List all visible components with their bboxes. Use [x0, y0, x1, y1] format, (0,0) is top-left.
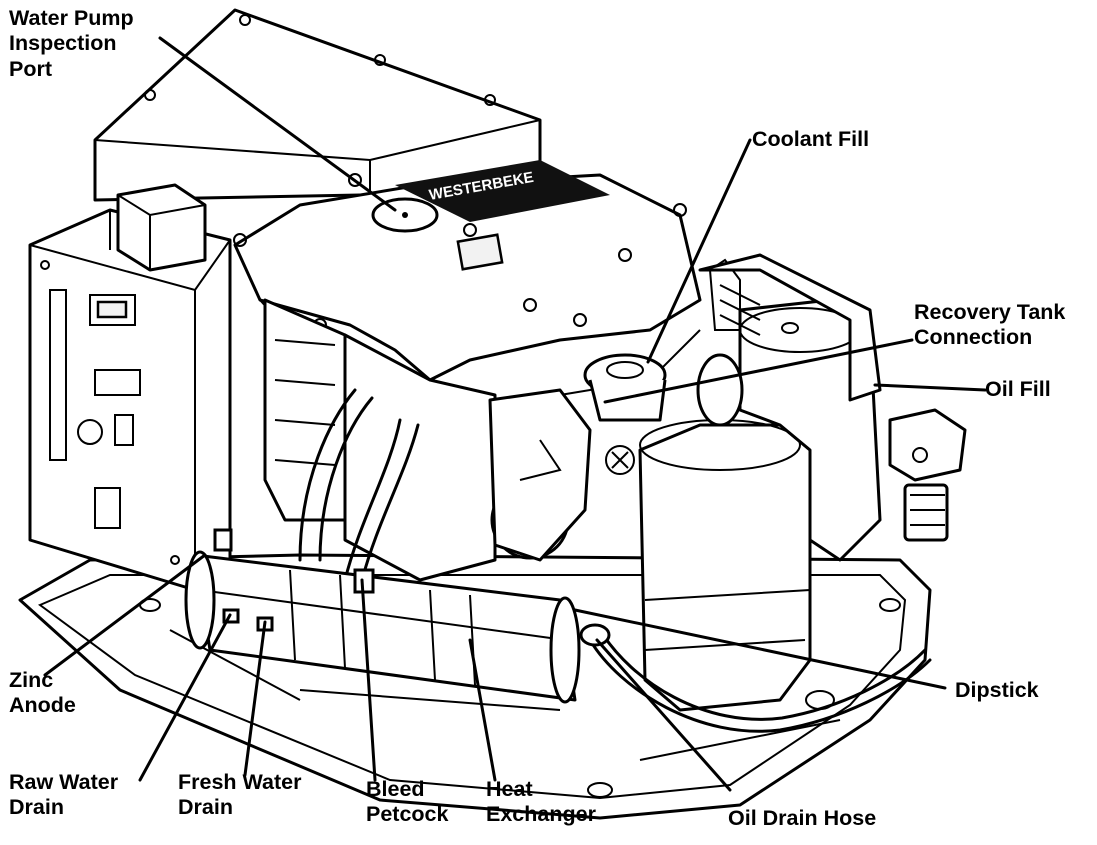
label-line: Raw Water	[9, 770, 119, 794]
label-line: Inspection	[9, 31, 117, 56]
leader-lines	[43, 36, 987, 792]
fuel-filter	[888, 408, 967, 542]
label-bleed-petcock: Bleed Petcock	[366, 777, 448, 828]
label-fresh-water-drain: Fresh Water Drain	[178, 770, 301, 821]
nameplate: WESTERBEKE	[395, 160, 610, 271]
label-line: Drain	[178, 795, 233, 820]
label-line: Port	[9, 56, 52, 81]
label-coolant-fill: Coolant Fill	[752, 127, 869, 152]
label-line: Connection	[914, 325, 1033, 350]
label-water-pump-inspection-port: Water Pump Inspection Port	[9, 6, 134, 82]
heat-exchanger-body	[184, 528, 581, 704]
label-line: Water Pump	[9, 6, 134, 30]
label-line: Exchanger	[486, 802, 596, 827]
oil-drain-hose-body	[579, 623, 932, 733]
control-box	[28, 208, 232, 592]
label-dipstick: Dipstick	[955, 678, 1039, 703]
label-line: Zinc	[9, 668, 54, 692]
label-oil-drain-hose: Oil Drain Hose	[728, 806, 876, 831]
label-recovery-tank-connection: Recovery Tank Connection	[914, 300, 1065, 351]
inspection-port-cap	[371, 197, 439, 233]
label-zinc-anode: Zinc Anode	[9, 668, 76, 719]
label-line: Bleed	[366, 777, 425, 801]
generator-end	[638, 298, 882, 712]
label-line: Drain	[9, 795, 64, 820]
label-line: Petcock	[366, 802, 449, 827]
relay-block	[116, 183, 207, 272]
label-line: Fresh Water	[178, 770, 302, 794]
exhaust-elbow	[696, 258, 744, 427]
label-line: Anode	[9, 693, 76, 718]
label-line: Heat	[486, 777, 533, 801]
label-line: Dipstick	[955, 678, 1039, 702]
label-heat-exchanger: Heat Exchanger	[486, 777, 596, 828]
coolant-hoses	[298, 388, 420, 582]
label-line: Recovery Tank	[914, 300, 1066, 324]
label-line: Oil Drain Hose	[728, 806, 877, 830]
label-line: Oil Fill	[985, 377, 1051, 401]
label-line: Coolant Fill	[752, 127, 870, 151]
label-oil-fill: Oil Fill	[985, 377, 1051, 402]
fuel-and-fittings	[488, 388, 635, 562]
coolant-fill-cap	[583, 353, 667, 422]
label-raw-water-drain: Raw Water Drain	[9, 770, 118, 821]
valve-cover	[698, 253, 882, 402]
